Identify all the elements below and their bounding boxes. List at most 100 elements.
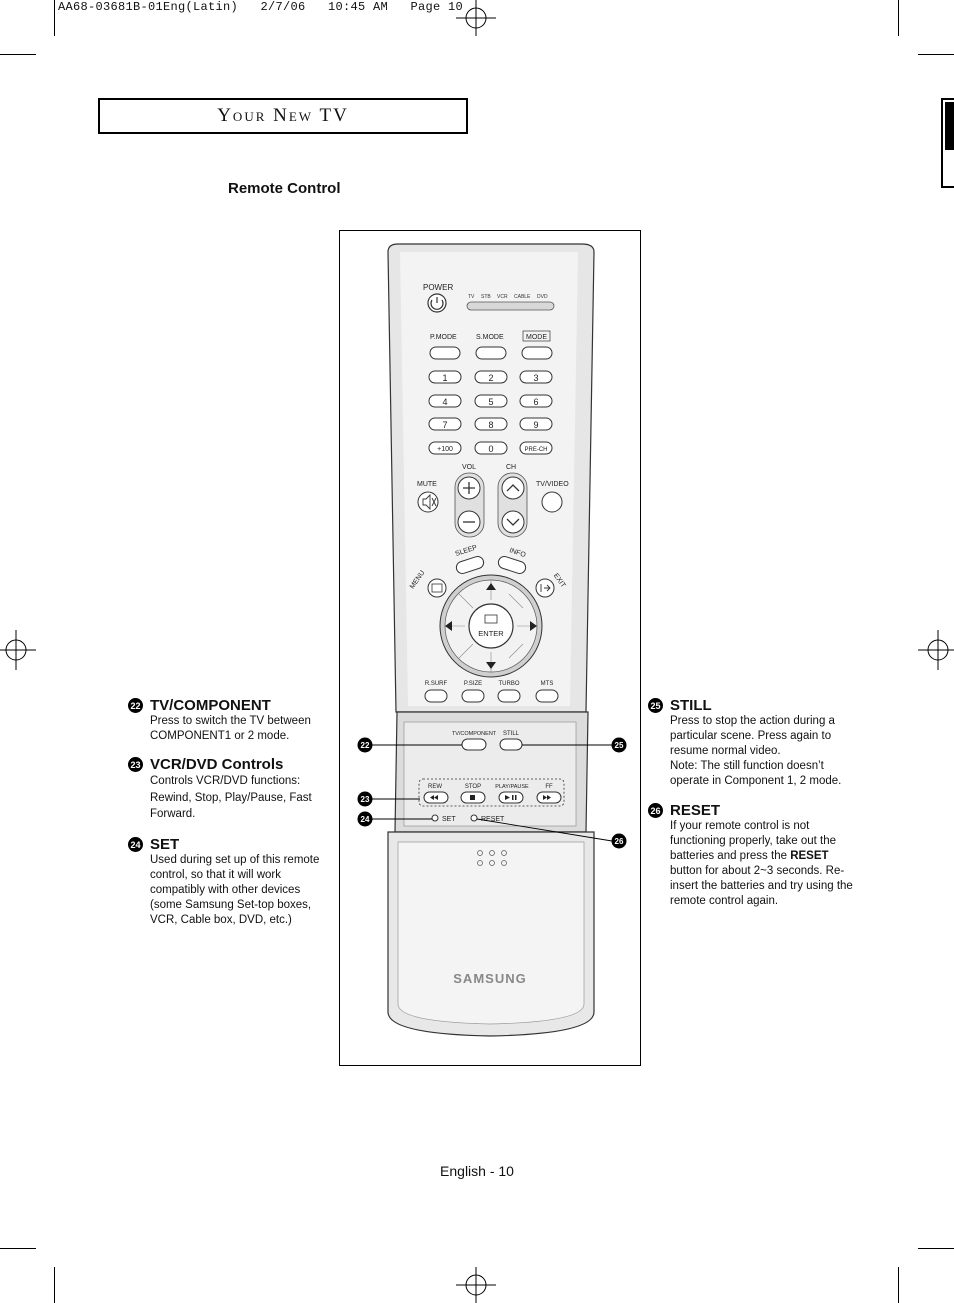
desc-text: button for about 2~3 seconds. Re-insert …	[670, 865, 853, 907]
rsurf-button[interactable]	[424, 689, 448, 703]
set-button[interactable]	[431, 814, 439, 822]
digit-2-button[interactable]	[474, 370, 508, 384]
arrow-up-icon[interactable]	[486, 583, 496, 590]
plus-icon	[463, 482, 475, 494]
digit-4-button[interactable]	[428, 394, 462, 408]
crop-mark	[54, 0, 55, 36]
menu-button[interactable]	[427, 578, 447, 598]
callout-22-marker	[357, 737, 373, 753]
remote-illustration-frame	[339, 230, 641, 1066]
source-label-stb: STB	[481, 294, 491, 300]
section-header-box: Your New TV	[98, 98, 468, 134]
ch-down-button[interactable]	[501, 510, 525, 534]
psize-button[interactable]	[461, 689, 485, 703]
arrow-right-icon[interactable]	[530, 621, 537, 631]
callout-23-label: 23	[361, 795, 370, 804]
digit-7-button[interactable]	[428, 417, 462, 431]
info-button[interactable]	[497, 555, 527, 575]
desc-text: If your remote control is not functionin…	[670, 820, 837, 862]
pmode-button[interactable]	[429, 346, 461, 360]
source-selector-slider[interactable]	[466, 301, 555, 311]
desc-bold: RESET	[790, 850, 829, 862]
rsurf-label: R.SURF	[425, 681, 448, 687]
crop-mark	[898, 0, 899, 36]
digit-8-button[interactable]	[474, 417, 508, 431]
brand-logo: SAMSUNG	[453, 971, 526, 986]
reset-remote-label: RESET	[481, 816, 505, 823]
still-button[interactable]	[499, 738, 523, 751]
digit-4-label: 4	[442, 397, 447, 407]
callout-23-marker	[357, 791, 373, 807]
enter-button[interactable]	[468, 603, 514, 649]
enter-label: ENTER	[478, 629, 504, 638]
crop-mark	[0, 54, 36, 55]
source-label-tv: TV	[468, 294, 475, 300]
ch-up-button[interactable]	[501, 476, 525, 500]
plus100-button[interactable]	[428, 441, 462, 455]
registration-mark-icon	[456, 0, 496, 36]
mode-button[interactable]	[521, 346, 553, 360]
item-description: Used during set up of this remote contro…	[150, 854, 320, 926]
item-description: Controls VCR/DVD functions: Rewind, Stop…	[150, 775, 312, 820]
callout-25-marker	[611, 737, 627, 753]
turbo-label: TURBO	[499, 681, 520, 687]
callout-24-marker	[357, 811, 373, 827]
digit-9-button[interactable]	[519, 417, 553, 431]
chevron-down-icon	[506, 518, 520, 526]
tv-component-button[interactable]	[461, 738, 487, 751]
registration-mark-icon	[918, 630, 954, 670]
vol-label: VOL	[462, 464, 476, 471]
digit-0-button[interactable]	[474, 441, 508, 455]
pmode-label: P.MODE	[430, 334, 457, 341]
item-title: STILL	[670, 697, 712, 714]
ch-label: CH	[506, 464, 516, 471]
item-description: Press to switch the TV between COMPONENT…	[150, 715, 311, 742]
callout-24-label: 24	[361, 815, 370, 824]
info-label: INFO	[508, 547, 527, 559]
power-label: POWER	[423, 283, 453, 292]
ff-label: FF	[545, 784, 553, 790]
tv-video-label: TV/VIDEO	[536, 481, 569, 488]
set-remote-label: SET	[442, 816, 456, 823]
tv-component-remote-label: TV/COMPONENT	[452, 731, 497, 737]
number-badge: 24	[128, 837, 143, 852]
tv-video-button[interactable]	[541, 491, 563, 513]
digit-6-button[interactable]	[519, 394, 553, 408]
number-badge: 26	[648, 803, 663, 818]
sleep-button[interactable]	[455, 555, 485, 575]
mute-icon	[422, 493, 437, 511]
still-remote-label: STILL	[503, 731, 520, 737]
arrow-left-icon[interactable]	[445, 621, 452, 631]
section-header-title: Your New TV	[217, 105, 349, 126]
digit-5-label: 5	[488, 397, 493, 407]
chapter-tab	[941, 98, 954, 188]
digit-3-button[interactable]	[519, 370, 553, 384]
callout-25-label: 25	[615, 741, 624, 750]
stop-label: STOP	[465, 784, 481, 790]
crop-mark	[898, 1267, 899, 1303]
plus100-label: +100	[437, 446, 453, 453]
page-title: Remote Control	[228, 180, 341, 197]
smode-button[interactable]	[475, 346, 507, 360]
digit-1-button[interactable]	[428, 370, 462, 384]
digit-9-label: 9	[533, 420, 538, 430]
reset-button[interactable]	[470, 814, 478, 822]
item-title: RESET	[670, 802, 721, 819]
turbo-button[interactable]	[497, 689, 521, 703]
mute-button[interactable]	[417, 491, 439, 513]
stop-icon	[470, 795, 475, 800]
source-label-vcr: VCR	[497, 294, 508, 300]
play-pause-button[interactable]	[498, 791, 524, 804]
prech-button[interactable]	[519, 441, 553, 455]
rewind-icon	[430, 795, 438, 800]
mts-button[interactable]	[535, 689, 559, 703]
digit-5-button[interactable]	[474, 394, 508, 408]
arrow-down-icon[interactable]	[486, 662, 496, 669]
prech-label: PRE-CH	[524, 447, 547, 453]
callout-22-label: 22	[361, 741, 370, 750]
source-label-cable: CABLE	[514, 294, 531, 300]
